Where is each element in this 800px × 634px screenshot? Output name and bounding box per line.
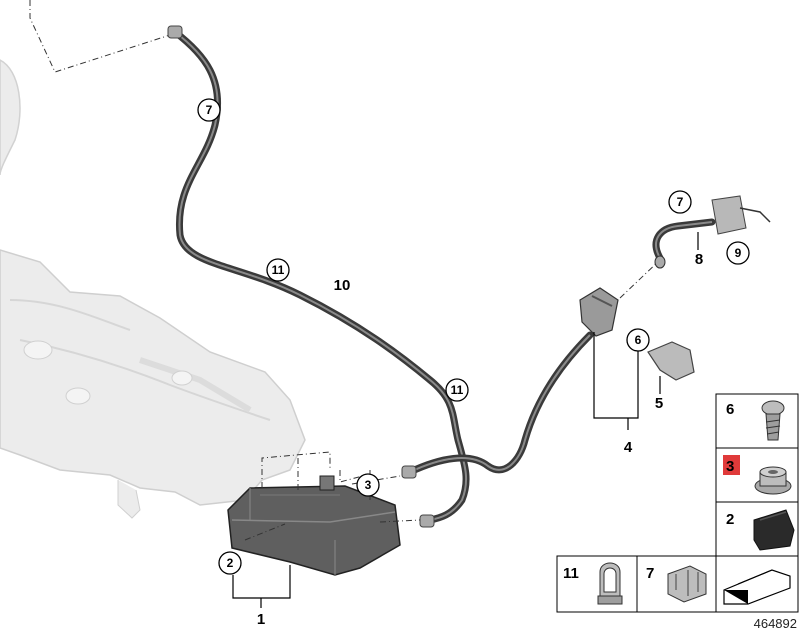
callout-lines: [232, 232, 699, 608]
hose-clip-top: [167, 25, 183, 39]
svg-text:9: 9: [735, 246, 742, 260]
callout-3: 3: [356, 473, 380, 497]
callout-11-mid: 11: [266, 258, 290, 282]
callout-7-top: 7: [197, 98, 221, 122]
callout-9: 9: [726, 241, 750, 265]
svg-text:2: 2: [726, 511, 734, 528]
callout-6: 6: [626, 328, 650, 352]
svg-text:2: 2: [227, 556, 234, 570]
callout-10: 10: [334, 277, 351, 294]
callout-2: 2: [218, 551, 242, 575]
leader-line: [29, 0, 171, 73]
filter-hose: [652, 195, 771, 269]
svg-text:11: 11: [563, 565, 579, 582]
legend-cell-arrow: [723, 569, 791, 605]
parts-legend: 6 3 2 11 7: [556, 393, 799, 613]
svg-text:7: 7: [206, 103, 213, 117]
callout-7-right: 7: [668, 190, 692, 214]
fuel-tank: [0, 59, 306, 519]
callout-11-low: 11: [445, 378, 469, 402]
svg-text:3: 3: [726, 458, 734, 475]
bracket: [647, 341, 695, 381]
reference-number: 464892: [754, 616, 797, 631]
svg-text:11: 11: [272, 263, 285, 277]
svg-text:7: 7: [677, 195, 684, 209]
carbon-canister: [227, 475, 401, 576]
callout-8: 8: [695, 251, 703, 268]
svg-text:7: 7: [646, 565, 654, 582]
legend-cell-clip-11: 11: [563, 562, 623, 605]
legend-cell-clip-7: 7: [646, 565, 707, 603]
svg-text:6: 6: [635, 333, 642, 347]
svg-text:3: 3: [365, 478, 372, 492]
legend-cell-screw: 6: [726, 400, 785, 441]
callout-4: 4: [624, 439, 633, 456]
svg-text:6: 6: [726, 401, 734, 418]
legend-cell-nut: 3: [723, 455, 792, 495]
purge-hose: [401, 331, 594, 528]
callout-5: 5: [655, 395, 663, 412]
valve-assembly: [579, 257, 663, 337]
svg-text:11: 11: [451, 383, 464, 397]
vent-hose: [167, 25, 470, 524]
legend-cell-grommet: 2: [726, 509, 795, 551]
callout-1: 1: [257, 611, 265, 628]
